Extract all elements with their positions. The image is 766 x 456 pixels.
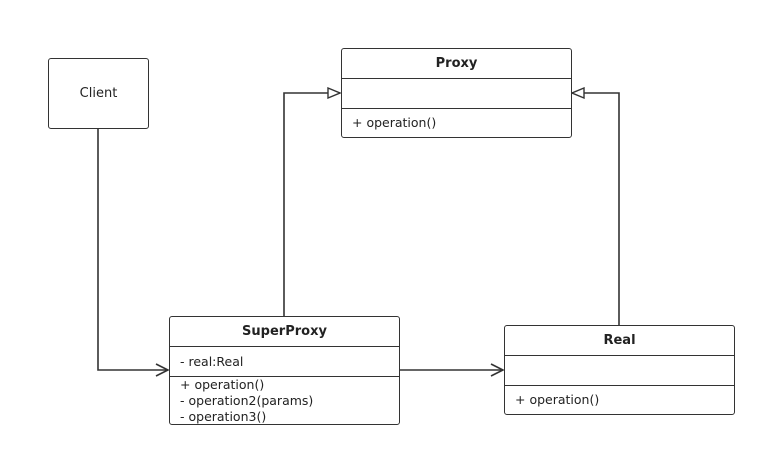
superproxy-to-proxy-generalization bbox=[283, 93, 340, 316]
proxy-method: + operation() bbox=[352, 115, 437, 130]
superproxy-method: - operation3() bbox=[180, 409, 267, 424]
proxy-methods-compartment: + operation() bbox=[342, 109, 571, 137]
real-to-proxy-generalization bbox=[572, 93, 620, 325]
client-label: Client bbox=[79, 86, 118, 101]
client-box[interactable]: Client bbox=[48, 58, 149, 129]
real-class-name: Real bbox=[505, 326, 734, 356]
superproxy-methods-compartment: + operation() - operation2(params) - ope… bbox=[170, 377, 399, 424]
superproxy-method: + operation() bbox=[180, 377, 265, 392]
superproxy-class[interactable]: SuperProxy - real:Real + operation() - o… bbox=[169, 316, 400, 425]
real-methods-compartment: + operation() bbox=[505, 386, 734, 414]
superproxy-method: - operation2(params) bbox=[180, 393, 314, 408]
superproxy-class-name: SuperProxy bbox=[170, 317, 399, 347]
proxy-attributes-compartment bbox=[342, 79, 571, 109]
real-class[interactable]: Real + operation() bbox=[504, 325, 735, 415]
proxy-class[interactable]: Proxy + operation() bbox=[341, 48, 572, 138]
real-method: + operation() bbox=[515, 392, 600, 407]
superproxy-attribute: - real:Real bbox=[180, 354, 244, 369]
client-to-superproxy-association bbox=[97, 128, 168, 370]
real-attributes-compartment bbox=[505, 356, 734, 386]
superproxy-attributes-compartment: - real:Real bbox=[170, 347, 399, 377]
proxy-class-name: Proxy bbox=[342, 49, 571, 79]
